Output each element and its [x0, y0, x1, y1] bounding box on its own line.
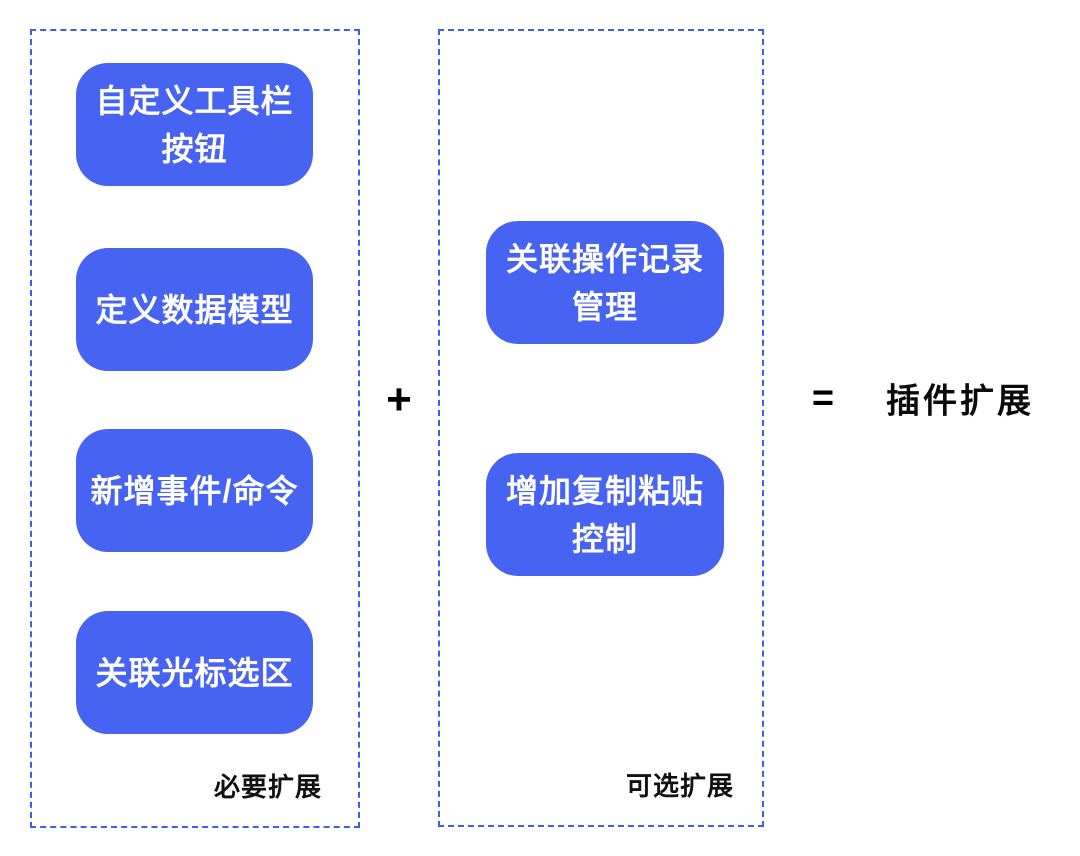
required-extensions-group: 自定义工具栏 按钮 定义数据模型 新增事件/命令 关联光标选区 必要扩展	[30, 29, 360, 828]
equals-operator: =	[811, 377, 835, 420]
feature-box-copy-paste-control: 增加复制粘贴 控制	[486, 453, 724, 576]
feature-box-define-data-model: 定义数据模型	[76, 248, 313, 371]
optional-group-label: 可选扩展	[625, 771, 734, 801]
feature-box-custom-toolbar-button: 自定义工具栏 按钮	[76, 63, 313, 186]
feature-box-operation-record-management: 关联操作记录 管理	[486, 221, 724, 344]
result-label-plugin-extension: 插件扩展	[886, 382, 1034, 421]
feature-box-add-event-command: 新增事件/命令	[76, 429, 313, 552]
optional-extensions-group: 关联操作记录 管理 增加复制粘贴 控制 可选扩展	[438, 29, 764, 827]
required-group-label: 必要扩展	[213, 772, 322, 802]
feature-box-cursor-selection: 关联光标选区	[76, 611, 313, 734]
plus-operator: +	[386, 375, 412, 424]
